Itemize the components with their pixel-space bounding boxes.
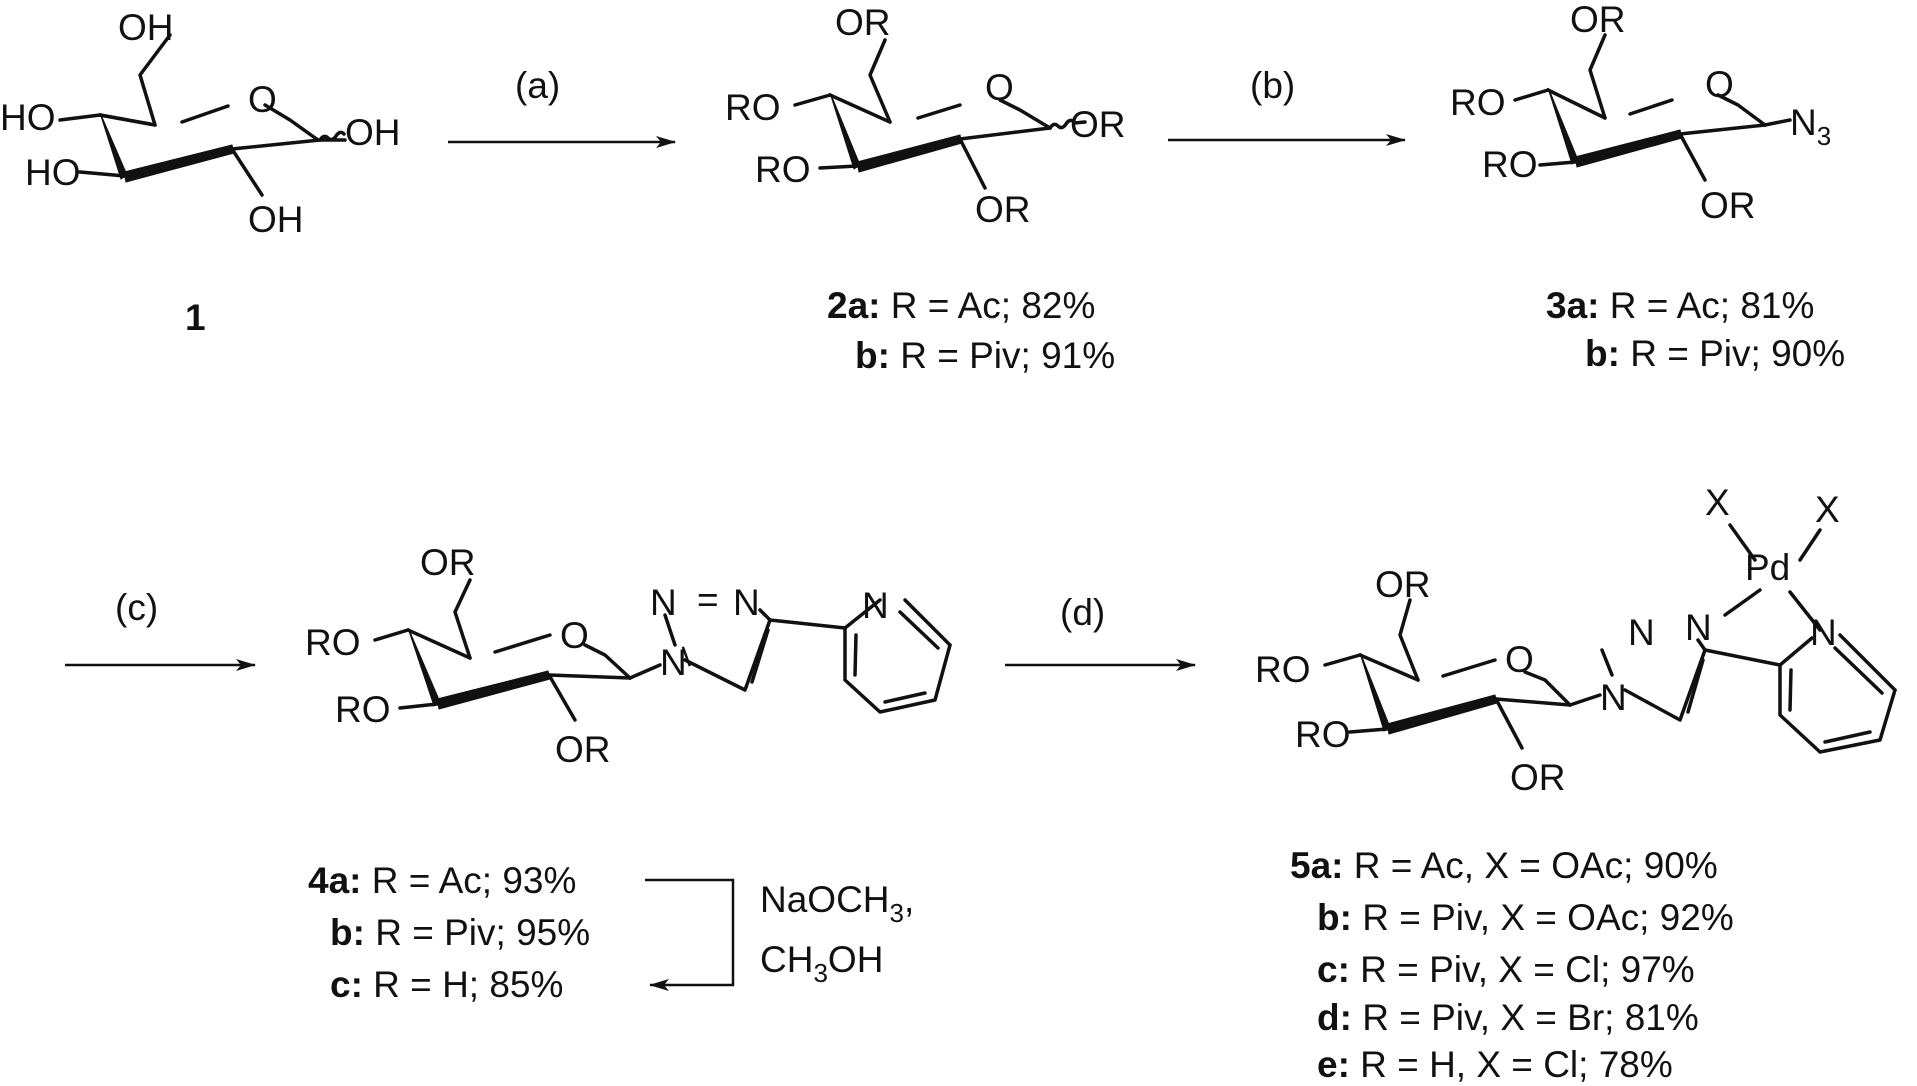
compound-1: OH HO HO OH OH O 1 bbox=[0, 7, 401, 338]
c3-ro4: RO bbox=[1450, 82, 1506, 123]
c4-ro3: RO bbox=[335, 689, 391, 730]
c2-ro4: RO bbox=[725, 87, 781, 128]
c5-or2: OR bbox=[1510, 757, 1566, 798]
reagent-a: (a) bbox=[515, 65, 560, 106]
c3-label-b: b: R = Piv; 90% bbox=[1585, 333, 1845, 374]
reagent-naoch3: NaOCH3, bbox=[760, 879, 914, 928]
c5-triazole-n2: N bbox=[1628, 612, 1655, 653]
c1-ring-oxygen: O bbox=[248, 79, 277, 120]
c4-ro4: RO bbox=[305, 622, 361, 663]
c1-oh1: OH bbox=[345, 112, 401, 153]
reagent-c: (c) bbox=[115, 587, 158, 628]
c5-palladium: Pd bbox=[1745, 547, 1790, 588]
compound-1-number: 1 bbox=[185, 297, 206, 338]
c2-label-a: 2a: R = Ac; 82% bbox=[827, 285, 1095, 326]
c5-ring-oxygen: O bbox=[1505, 639, 1534, 680]
c5-x-left: X bbox=[1705, 482, 1730, 523]
c4-or2: OR bbox=[555, 729, 611, 770]
c1-ho3: HO bbox=[25, 152, 81, 193]
c2-or1: OR bbox=[1070, 104, 1126, 145]
c4-ring-oxygen: O bbox=[560, 615, 589, 656]
c5-triazole-n1: N bbox=[1600, 677, 1627, 718]
c5-or6: OR bbox=[1375, 564, 1431, 605]
reagent-ch3oh: CH3OH bbox=[760, 939, 883, 988]
compound-3: OR RO RO OR N3 O 3a: R = Ac; 81% b: R = … bbox=[1450, 0, 1845, 374]
compound-2: OR RO RO OR OR O 2a: R = Ac; 82% b: R = … bbox=[725, 2, 1126, 376]
c4-label-b: b: R = Piv; 95% bbox=[330, 912, 590, 953]
c3-ro3: RO bbox=[1482, 144, 1538, 185]
deprotection-arrow bbox=[645, 878, 735, 991]
c2-label-b: b: R = Piv; 91% bbox=[855, 335, 1115, 376]
compound-4: OR RO RO OR O N N N N = – 4a: R = Ac; 93… bbox=[305, 542, 952, 1005]
c4-triazole-n1: N bbox=[660, 642, 687, 683]
c5-label-a: 5a: R = Ac, X = OAc; 90% bbox=[1290, 845, 1718, 886]
c2-or2: OR bbox=[975, 189, 1031, 230]
c4-label-a: 4a: R = Ac; 93% bbox=[308, 860, 576, 901]
c5-label-e: e: R = H, X = Cl; 78% bbox=[1317, 1044, 1673, 1085]
c4-or6: OR bbox=[420, 542, 476, 583]
c5-ro3: RO bbox=[1295, 714, 1351, 755]
c5-ro4: RO bbox=[1255, 649, 1311, 690]
c3-azide: N3 bbox=[1790, 102, 1831, 151]
c5-label-b: b: R = Piv, X = OAc; 92% bbox=[1317, 897, 1734, 938]
c3-label-a: 3a: R = Ac; 81% bbox=[1546, 285, 1814, 326]
c5-pyridine-n: N bbox=[1810, 612, 1837, 653]
c5-label-c: c: R = Piv, X = Cl; 97% bbox=[1317, 949, 1695, 990]
c5-label-d: d: R = Piv, X = Br; 81% bbox=[1317, 997, 1699, 1038]
c2-ro3: RO bbox=[755, 149, 811, 190]
c4-label-c: c: R = H; 85% bbox=[330, 964, 563, 1005]
c2-ring-oxygen: O bbox=[985, 67, 1014, 108]
c1-oh2: OH bbox=[248, 199, 304, 240]
c3-or6: OR bbox=[1570, 0, 1626, 40]
c3-or2: OR bbox=[1700, 185, 1756, 226]
c1-ho4: HO bbox=[0, 97, 56, 138]
c5-triazole-n3: N bbox=[1685, 607, 1712, 648]
c4-triazole-n3: N bbox=[733, 582, 760, 623]
c1-oh6: OH bbox=[118, 7, 174, 48]
c4-pyridine-n: N bbox=[862, 585, 889, 626]
c2-or6: OR bbox=[835, 2, 891, 43]
c3-ring-oxygen: O bbox=[1705, 64, 1734, 105]
compound-5: OR RO RO OR O N N N N Pd X X 5a: R = Ac,… bbox=[1255, 482, 1897, 1085]
c4-triazole-eq: = bbox=[697, 579, 719, 620]
reagent-b: (b) bbox=[1250, 65, 1295, 106]
c4-triazole-n2: N bbox=[650, 582, 677, 623]
reagent-d: (d) bbox=[1060, 592, 1105, 633]
c5-x-right: X bbox=[1815, 489, 1840, 530]
